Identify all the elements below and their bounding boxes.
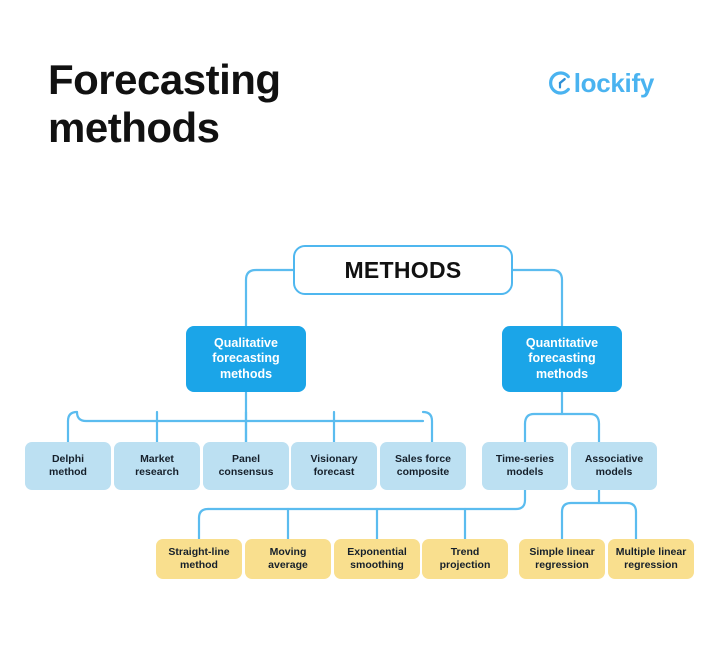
- clockify-c-clock-icon: [548, 71, 572, 95]
- node-multiple-linear-regression-line-1: Multiple linear: [615, 545, 687, 558]
- node-trend-projection-line-1: Trend: [450, 545, 480, 558]
- node-simple-linear-regression-line-2: regression: [535, 559, 589, 571]
- page-title: Forecasting methods: [48, 56, 378, 153]
- node-exponential-smoothing-line-2: smoothing: [350, 559, 404, 571]
- node-associative-models[interactable]: Associative models: [571, 442, 657, 490]
- edge-qualitative-bus-left-cap: [66, 410, 79, 423]
- edge-qualitative-bus: [75, 410, 425, 423]
- node-delphi-method[interactable]: Delphi method: [25, 442, 111, 490]
- node-visionary-forecast-line-1: Visionary: [310, 452, 358, 465]
- node-sales-force-composite-line-1: Sales force: [394, 452, 452, 465]
- node-market-research-line-2: research: [135, 466, 179, 478]
- edge-quantitative-bus: [523, 412, 601, 426]
- node-multiple-linear-regression-line-2: regression: [624, 559, 678, 571]
- node-qualitative-line-3: methods: [219, 366, 273, 381]
- edge-timeseries-bus-left-cap: [197, 507, 210, 520]
- node-market-research[interactable]: Market research: [114, 442, 200, 490]
- node-moving-average-line-2: average: [268, 559, 308, 571]
- page-title-line-2: methods: [48, 104, 220, 152]
- node-visionary-forecast[interactable]: Visionary forecast: [291, 442, 377, 490]
- node-panel-consensus-line-2: consensus: [218, 466, 274, 478]
- node-time-series-models[interactable]: Time-series models: [482, 442, 568, 490]
- node-market-research-line-1: Market: [140, 452, 174, 465]
- node-straight-line-method-line-2: method: [180, 559, 218, 571]
- node-moving-average[interactable]: Moving average: [245, 539, 331, 579]
- node-simple-linear-regression[interactable]: Simple linear regression: [519, 539, 605, 579]
- node-delphi-method-line-1: Delphi: [51, 452, 85, 465]
- node-qualitative-forecasting-methods[interactable]: Qualitative forecasting methods: [186, 326, 306, 392]
- node-visionary-forecast-line-2: forecast: [313, 466, 355, 478]
- node-exponential-smoothing-line-1: Exponential: [347, 545, 407, 558]
- node-simple-linear-regression-line-1: Simple linear: [529, 545, 595, 558]
- node-sales-force-composite[interactable]: Sales force composite: [380, 442, 466, 490]
- page-header: Forecasting methods lockify: [0, 0, 720, 200]
- node-panel-consensus-line-1: Panel: [231, 452, 260, 465]
- node-exponential-smoothing[interactable]: Exponential smoothing: [334, 539, 420, 579]
- node-moving-average-line-1: Moving: [269, 545, 307, 558]
- node-trend-projection-line-2: projection: [439, 559, 491, 571]
- node-delphi-method-line-2: method: [49, 466, 87, 478]
- node-qualitative-line-2: forecasting: [212, 351, 280, 366]
- node-methods-label: METHODS: [344, 256, 462, 283]
- node-multiple-linear-regression[interactable]: Multiple linear regression: [608, 539, 694, 579]
- node-methods[interactable]: METHODS: [293, 245, 513, 295]
- node-qualitative-line-1: Qualitative: [214, 335, 278, 350]
- node-time-series-models-line-1: Time-series: [495, 452, 555, 465]
- edge-associative-bus: [560, 501, 638, 514]
- node-time-series-models-line-2: models: [506, 466, 544, 478]
- node-associative-models-line-2: models: [595, 466, 633, 478]
- node-quantitative-forecasting-methods[interactable]: Quantitative forecasting methods: [502, 326, 622, 392]
- node-trend-projection[interactable]: Trend projection: [422, 539, 508, 579]
- edge-to-sales-force-composite: [421, 410, 434, 444]
- node-quantitative-line-2: forecasting: [528, 351, 596, 366]
- edge-timeseries-bus: [206, 488, 527, 511]
- node-panel-consensus[interactable]: Panel consensus: [203, 442, 289, 490]
- clockify-wordmark: lockify: [573, 68, 655, 98]
- node-straight-line-method-line-1: Straight-line: [168, 545, 230, 558]
- node-quantitative-line-1: Quantitative: [525, 335, 599, 350]
- node-straight-line-method[interactable]: Straight-line method: [156, 539, 242, 579]
- edge-root-to-quantitative: [511, 268, 564, 328]
- clockify-logo: lockify: [548, 70, 654, 96]
- node-associative-models-line-1: Associative: [584, 452, 644, 465]
- node-sales-force-composite-line-2: composite: [396, 466, 450, 478]
- page-title-line-1: Forecasting: [48, 56, 281, 103]
- edge-root-to-qualitative: [244, 268, 295, 328]
- node-quantitative-line-3: methods: [535, 366, 589, 381]
